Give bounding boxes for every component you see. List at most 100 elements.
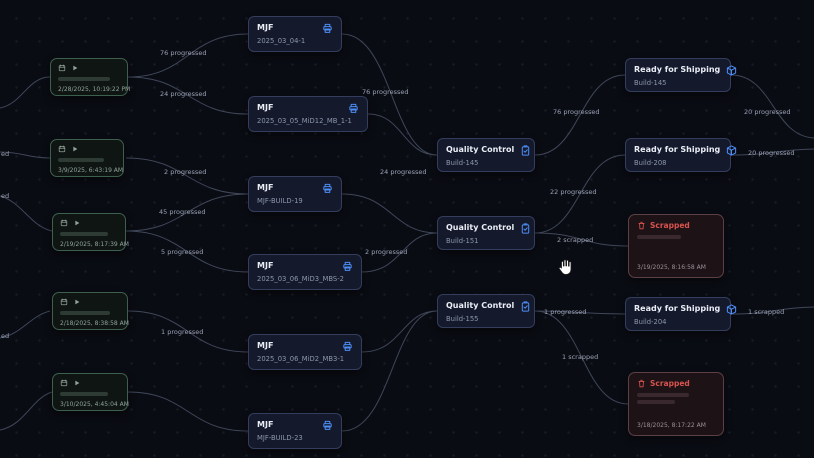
edge-label: 2 scrapped	[557, 236, 594, 244]
redacted-label	[60, 311, 110, 315]
play-icon	[73, 379, 81, 387]
mjf-node[interactable]: MJF MJF-BUILD-19	[248, 176, 342, 212]
package-icon	[726, 304, 737, 315]
printer-icon	[322, 183, 333, 194]
play-icon	[73, 298, 81, 306]
node-title: MJF	[257, 341, 274, 350]
quality-control-node[interactable]: Quality Control Build-145	[437, 138, 535, 172]
calendar-icon	[60, 379, 68, 387]
edge-label: 5 progressed	[161, 248, 204, 256]
redacted-label	[637, 235, 681, 239]
node-subtitle: Build-208	[634, 159, 667, 167]
edge-label: 76 progressed	[553, 108, 600, 116]
clipboard-icon	[520, 145, 531, 156]
scrapped-node[interactable]: Scrapped 3/18/2025, 8:17:22 AM	[628, 372, 724, 436]
edge-label: 24 progressed	[160, 90, 207, 98]
printer-icon	[322, 420, 333, 431]
play-icon	[71, 64, 79, 72]
source-timestamp: 3/10/2025, 4:45:04 AM	[60, 401, 129, 408]
node-title: MJF	[257, 103, 274, 112]
edge-paths	[0, 33, 814, 432]
node-title: Ready for Shipping	[634, 65, 721, 74]
edge-label: 2 progressed	[164, 168, 207, 176]
play-icon	[71, 145, 79, 153]
node-subtitle: Build-145	[446, 159, 479, 167]
printer-icon	[322, 23, 333, 34]
source-timestamp: 2/18/2025, 8:38:58 AM	[60, 320, 129, 327]
mjf-node[interactable]: MJF 2025_03_06_MiD3_MBS-2	[248, 254, 362, 290]
node-title: Quality Control	[446, 223, 515, 232]
mjf-node[interactable]: MJF 2025_03_06_MiD2_MB3-1	[248, 334, 362, 370]
node-title: Scrapped	[650, 221, 690, 230]
edge-label: 1 scrapped	[562, 353, 599, 361]
mjf-node[interactable]: MJF 2025_03_05_MiD12_MB_1-1	[248, 96, 368, 132]
node-title: MJF	[257, 23, 274, 32]
redacted-label	[58, 158, 104, 162]
ready-for-shipping-node[interactable]: Ready for Shipping Build-204	[625, 297, 731, 331]
redacted-label	[60, 392, 108, 396]
edge-label: 20 progressed	[744, 108, 791, 116]
source-timestamp: 2/28/2025, 10:19:22 PM	[58, 86, 131, 93]
scrapped-timestamp: 3/18/2025, 8:17:22 AM	[637, 422, 706, 429]
calendar-icon	[58, 145, 66, 153]
source-node[interactable]: 3/9/2025, 6:43:19 AM	[50, 139, 124, 177]
node-title: Quality Control	[446, 145, 515, 154]
redacted-label	[58, 77, 110, 81]
node-subtitle: 2025_03_06_MiD3_MBS-2	[257, 275, 344, 283]
redacted-label	[637, 393, 689, 397]
edge-label: 2 progressed	[365, 248, 408, 256]
mjf-node[interactable]: MJF 2025_03_04-1	[248, 16, 342, 52]
source-node[interactable]: 2/18/2025, 8:38:58 AM	[52, 292, 129, 330]
node-subtitle: Build-155	[446, 315, 479, 323]
node-title: Quality Control	[446, 301, 515, 310]
scrapped-timestamp: 3/19/2025, 8:16:58 AM	[637, 264, 706, 271]
quality-control-node[interactable]: Quality Control Build-155	[437, 294, 535, 328]
play-icon	[73, 219, 81, 227]
node-title: MJF	[257, 261, 274, 270]
source-node[interactable]: 2/19/2025, 8:17:39 AM	[52, 213, 129, 251]
mjf-node[interactable]: MJF MJF-BUILD-23	[248, 413, 342, 449]
quality-control-node[interactable]: Quality Control Build-151	[437, 216, 535, 250]
printer-icon	[342, 341, 353, 352]
redacted-label	[60, 232, 108, 236]
trash-icon	[637, 221, 646, 230]
edge-label: 1 progressed	[544, 308, 587, 316]
edge-label: 76 progressed	[362, 88, 409, 96]
ready-for-shipping-node[interactable]: Ready for Shipping Build-145	[625, 58, 731, 92]
calendar-icon	[60, 219, 68, 227]
source-node[interactable]: 3/10/2025, 4:45:04 AM	[52, 373, 129, 411]
edge-label: 24 progressed	[380, 168, 427, 176]
edge-label: 1 progressed	[161, 328, 204, 336]
node-subtitle: 2025_03_04-1	[257, 37, 306, 45]
edge-label: 76 progressed	[160, 49, 207, 57]
ready-for-shipping-node[interactable]: Ready for Shipping Build-208	[625, 138, 731, 172]
clipboard-icon	[520, 223, 531, 234]
node-title: Ready for Shipping	[634, 145, 721, 154]
node-subtitle: 2025_03_05_MiD12_MB_1-1	[257, 117, 352, 125]
node-title: Scrapped	[650, 379, 690, 388]
calendar-icon	[58, 64, 66, 72]
node-subtitle: MJF-BUILD-19	[257, 197, 303, 205]
redacted-label	[637, 400, 675, 404]
printer-icon	[348, 103, 359, 114]
node-subtitle: 2025_03_06_MiD2_MB3-1	[257, 355, 345, 363]
trash-icon	[637, 379, 646, 388]
node-subtitle: Build-151	[446, 237, 479, 245]
edge-label: 45 progressed	[159, 208, 206, 216]
node-subtitle: MJF-BUILD-23	[257, 434, 303, 442]
printer-icon	[342, 261, 353, 272]
edge-label-clipped: ed	[1, 332, 10, 340]
node-subtitle: Build-145	[634, 79, 667, 87]
scrapped-node[interactable]: Scrapped 3/19/2025, 8:16:58 AM	[628, 214, 724, 278]
node-subtitle: Build-204	[634, 318, 667, 326]
edge-label: 20 progressed	[748, 149, 795, 157]
edge-label-clipped: ed	[1, 192, 10, 200]
package-icon	[726, 145, 737, 156]
node-title: MJF	[257, 420, 274, 429]
source-node[interactable]: 2/28/2025, 10:19:22 PM	[50, 58, 131, 96]
calendar-icon	[60, 298, 68, 306]
edge-label: 1 scrapped	[748, 308, 785, 316]
package-icon	[726, 65, 737, 76]
